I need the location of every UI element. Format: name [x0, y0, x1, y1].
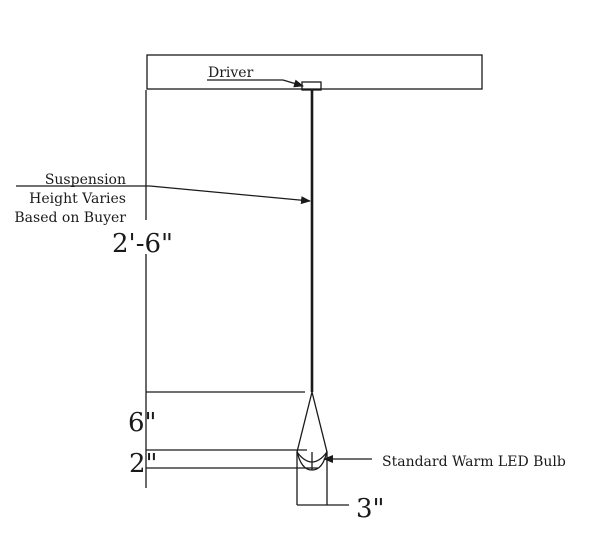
suspension-label-line1: Suspension: [45, 172, 126, 188]
driver-label: Driver: [208, 65, 254, 81]
suspension-label-line2: Height Varies: [29, 191, 126, 207]
suspension-label-line3: Based on Buyer: [14, 210, 126, 226]
suspension-height-dimension: 2'-6": [112, 229, 173, 259]
driver-callout: Driver: [207, 65, 304, 88]
shade-height-dimension: 6": [128, 408, 157, 438]
bulb-height-dimension: 2": [129, 449, 158, 479]
bulb-callout: Standard Warm LED Bulb: [323, 454, 566, 470]
suspension-callout: Suspension Height Varies Based on Buyer: [14, 172, 311, 226]
bulb-label: Standard Warm LED Bulb: [382, 454, 566, 470]
ceiling-canopy: [146, 54, 483, 90]
pendant-shade: [296, 391, 328, 463]
bulb-width-dimension: 3": [356, 494, 385, 524]
